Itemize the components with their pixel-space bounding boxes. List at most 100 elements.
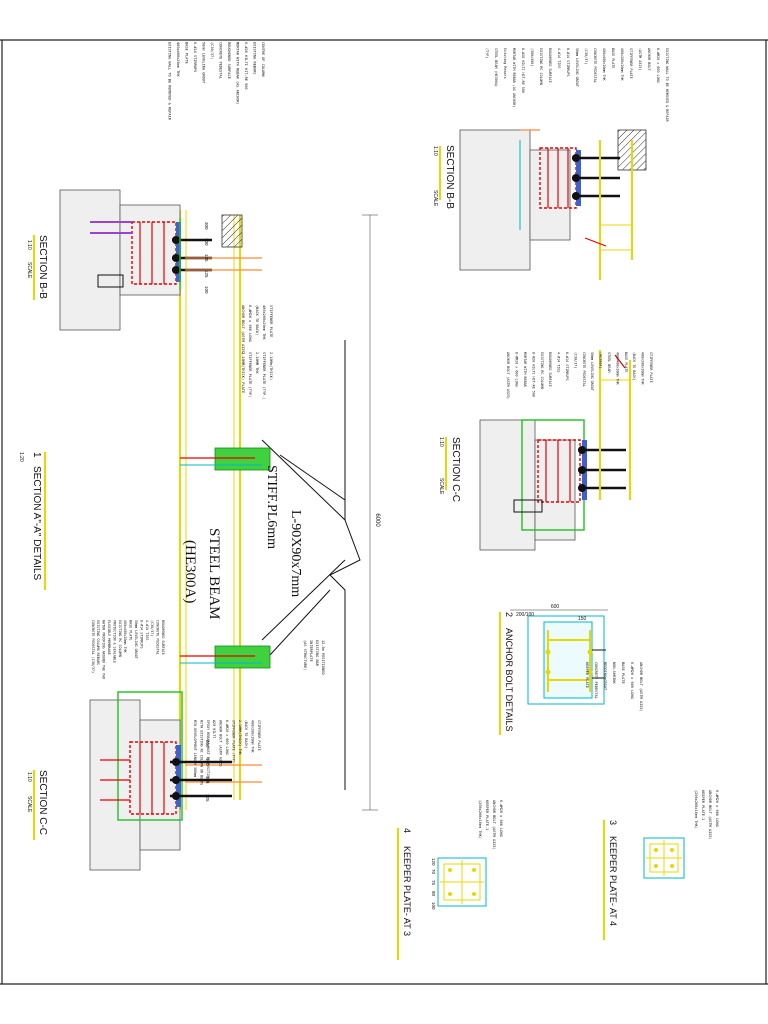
keeper3-title-number: 4 [402,828,412,833]
dimension-value: 100 [204,238,209,246]
annotation-note: 6-#14 STIRRUPS [139,620,143,649]
annotation-note: STIFFENER PLATE [649,352,653,383]
section-bb-right-scale: 1:10 [432,146,438,156]
annotation-note: 400x200x20mm THK [620,48,624,82]
stiffener-plate-lower [214,645,271,669]
annotation-note: 50mm LEVELING GROUT [202,42,206,84]
annotation-note: (C30/37) [210,42,214,59]
keeper4-title-number: 3 [608,820,618,825]
annotation-note: EPOXY REBARS MUST BE POSITIONED [206,720,210,783]
annotation-note: 2-10MM THK [255,352,259,374]
stiffener-plate-upper [214,447,271,471]
annotation-note: CONCRETE PEDESTAL [156,620,160,655]
annotation-note: CONCRETE PEDESTAL [219,42,223,79]
annotation-note: (C30/37) [150,620,154,636]
stiff-label: STIFF.PL6mm [264,465,279,549]
annotation-note: EXISTING RC COLUMN [540,352,544,389]
annotation-note: WATER PROOFING AROUND THE PAD [102,620,106,679]
annotation-note: (200x200x10mm THK) [694,790,698,829]
beam-break-line [329,340,361,790]
section-cc-left-scale-word: SCALE [26,796,32,813]
annotation-note: 6-#14 STIRRUPS [566,48,570,77]
annotation-note: KEEPER PLATE-1 [485,800,489,830]
main-title-number: 1 [31,452,42,458]
main-title: SECTION A"-A" DETAILS [31,466,42,580]
section-bb-right-title: SECTION B-B [444,145,455,209]
section-cc-left-scale: 1:10 [26,772,32,782]
annotation-note: 12.0m POSITIONED [321,640,325,675]
section-cc-right-title: SECTION C-C [450,437,461,502]
annotation-note: INTERPLATE [309,640,313,662]
annotation-note: (HE300A) [599,352,603,368]
annotation-note: (300x300) [530,48,534,66]
annotation-note: STIFFENER PLATE (TYP) [248,352,252,397]
annotation-note: 6-#M20 x 600 LONG [715,790,719,827]
dimension-value: 125 [205,776,210,784]
annotation-note: ROUGHENED SURFACE [227,42,231,79]
annotation-note: MIN DEVELOPMENT LENGTH 300mm [193,720,197,777]
annotation-note: 6-#M20 x 600 LONG [656,48,660,83]
annotation-note: 6-#14 STIRRUPS [565,352,569,381]
annotation-note: Existing Rebars [503,48,507,79]
annotation-note: 4-#14 TIES [145,620,149,640]
annotation-note: 4-#14 TIES [557,48,561,68]
keeper3-title: KEEPER PLATE- AT 3 [402,846,412,936]
annotation-note: EXISTING WALL TO BE REMOVED & REPAIR [168,42,172,121]
annotation-note: 2-10MM(THICK) PLATE [241,352,245,393]
section-c-c-left: SECTION C-C 1:10 SCALE ROUGHENED SURFACE… [26,352,325,871]
annotation-note: 400x400x20mm THK [602,48,606,82]
section-a-a-detail: 6000 L-90X90x7mm STIFF.PL6mm STEEL BEAM … [18,210,380,811]
anchor-title-number: 2 [504,612,514,617]
section-cc-left-title: SECTION C-C [37,770,48,835]
annotation-note: 2-10Mm(THICK) [269,352,273,380]
annotation-note: ROUGHENED SURFACE [548,48,552,83]
annotation-note: BEDDING GROUT [603,662,607,691]
annotation-note: 400x400x20mm THK [176,42,180,77]
dimension-value: 100 [204,286,209,294]
dimension-value: 125 [204,270,209,278]
annotation-note: 4-#14 TIES [557,352,561,372]
annotation-note: ROUGHENED SURFACE [161,620,165,655]
anchor-pedestal-outline [527,615,605,705]
annotation-note: BASE PLATE [624,352,628,372]
annotation-note: STIFFENER PLATE (TYP) [231,720,235,763]
anchor-bolt-details: 600 200/100 150 2 ANCHOR BOLT DETAILS AN… [499,604,643,735]
annotation-note: STIFFENER PLATE [257,720,261,751]
annotation-note: 400x200x20mm THK [251,720,255,754]
annotation-note: 6-#20 HILTI HIT-RE 500 [531,352,535,397]
annotation-note: 6-#20 HILTI HIT-RE 500 [244,42,248,90]
overall-dimension-text: 6000 [374,513,380,527]
annotation-note: (ASTM A325) [638,48,642,70]
dimension-value: 100 [431,902,436,910]
existing-wall-hatch [221,214,243,248]
anchor-dim-150: 150 [578,616,587,622]
annotation-note: 50mm LEVELING GROUT [590,352,594,391]
annotation-note: CENTRE OF COLUMN [261,42,265,77]
notes-bb-right: EXISTING WALL TO BE REMOVED & REPAIR 6-#M… [485,48,669,122]
annotation-note: 2-10MM(THICK) THK [238,720,242,756]
base-plate-bb-left [176,222,181,282]
dimension-value: 120 [431,858,436,866]
annotation-note: EXISTING REBARS [253,42,257,74]
annotation-note: BASE PLATE [129,620,133,640]
anchor-dim-200: 200/100 [516,612,534,618]
annotation-note: (BACK TO BACK) [244,720,248,749]
dimension-value: 300 [204,222,209,230]
annotation-note: (C30/37) [584,48,588,64]
annotation-note: MORTAR WITH REBAR (AS ANCHOR) [236,42,240,105]
annotation-note: 6-#14 STIRRUPS [193,42,197,72]
annotation-note: 400x200x20mm THK [262,305,266,340]
annotation-note: (200x200x10mm THK) [478,800,482,839]
annotation-note: EXISTING RC COLUMN [118,620,122,657]
annotation-note: WITH EXISTING RC COLUMN OR BEAMS [199,720,203,785]
section-cc-right-scale-word: SCALE [438,478,444,495]
annotation-note: NON-SHRINK [612,662,616,684]
annotation-note: 6-#M20 x 600 LONG [248,305,252,342]
annotation-note: EXISTING WALL TO BE REMOVED & REPAIR [665,48,669,122]
annotation-note: 6-#M20 x 600 LONG [515,352,519,387]
annotation-note: EXISTING BAR [315,640,319,667]
